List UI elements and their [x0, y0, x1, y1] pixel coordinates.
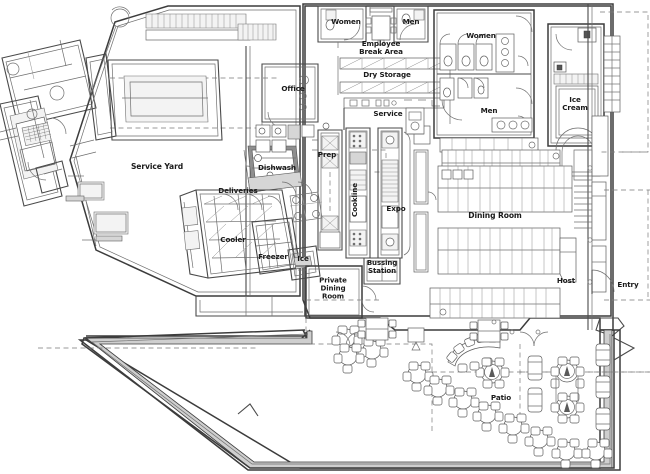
dry-storage: [337, 56, 451, 124]
entry-vestibule: [573, 4, 650, 337]
women-stalls: [439, 33, 493, 71]
patio-right-two-tops: [595, 343, 611, 431]
men-fixtures: [439, 77, 489, 101]
public-restrooms: [433, 9, 539, 153]
patio-two-tops: [527, 355, 543, 413]
prep-area: [281, 122, 343, 251]
dining-room-seating: [429, 149, 577, 319]
patio-area: [38, 317, 650, 471]
patio-left-tables: [333, 343, 365, 374]
bussing-station: [363, 257, 401, 285]
expo-area: [413, 125, 437, 273]
lower-left-edge: [195, 296, 306, 317]
front-restrooms: [317, 5, 429, 48]
patio-tables: [331, 325, 613, 469]
patio-building-edge: [335, 317, 549, 347]
dishwash-area: [243, 124, 315, 193]
cookline-area: [345, 127, 411, 259]
service-yard-wing: [65, 5, 301, 297]
private-dining-room: [296, 265, 377, 319]
adjacent-structure-left: [0, 39, 97, 207]
service-counter: [343, 97, 445, 135]
